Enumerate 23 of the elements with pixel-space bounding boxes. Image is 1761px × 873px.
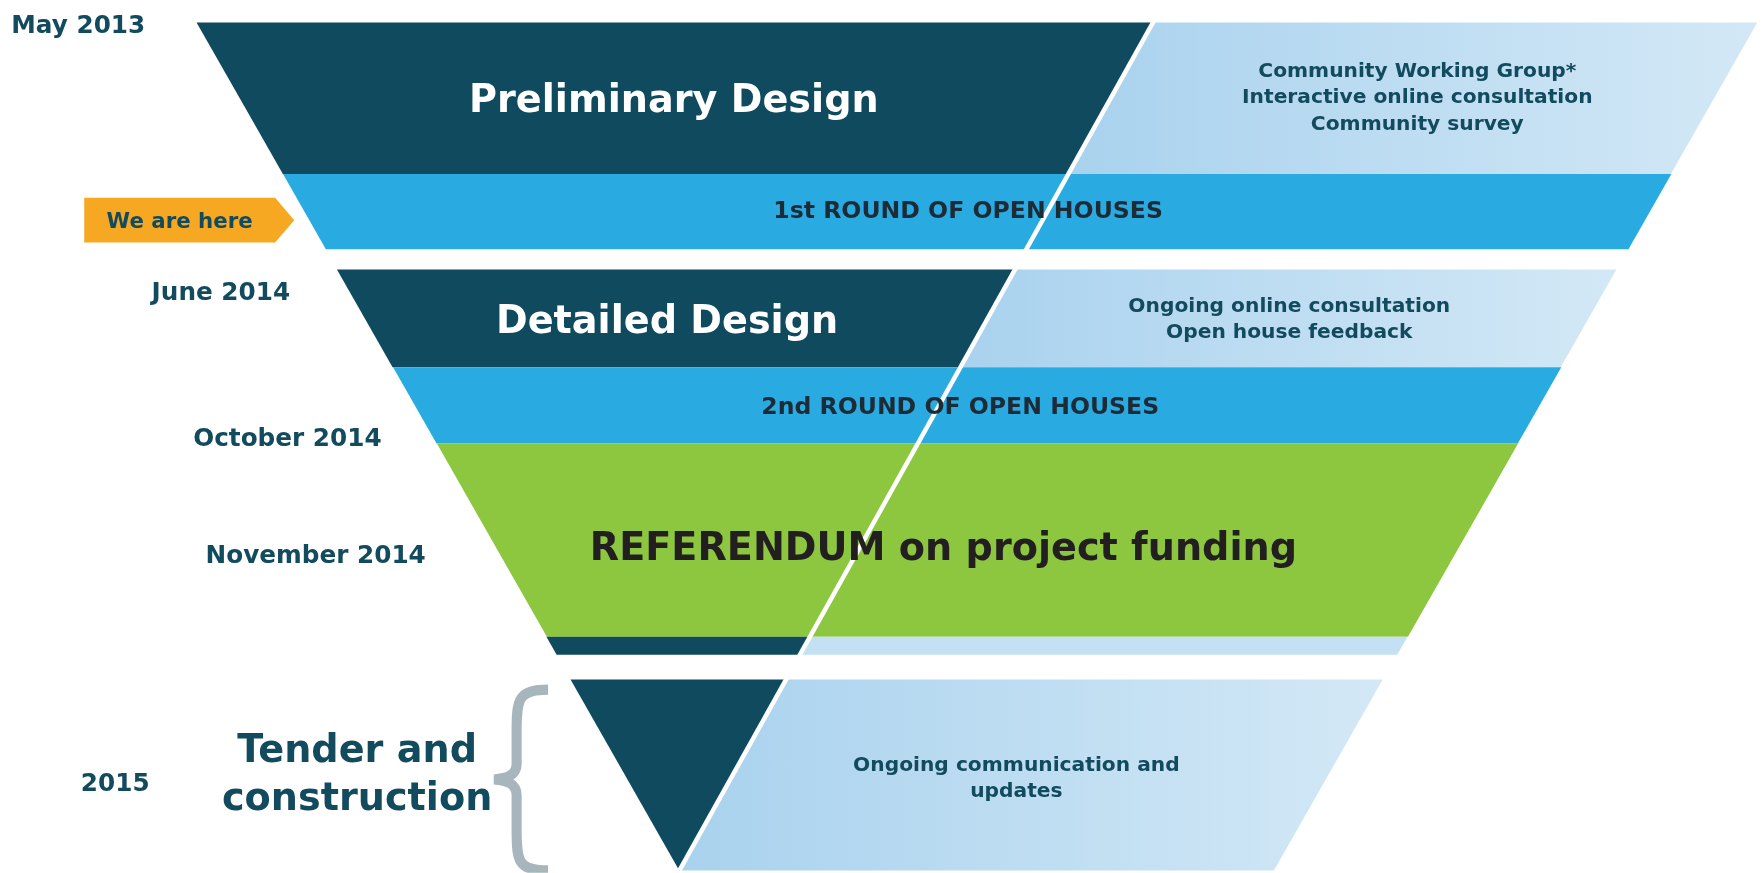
date-label: May 2013 <box>11 10 146 39</box>
design-stage-band <box>196 22 1153 175</box>
position-marker-tag <box>84 197 295 243</box>
stage-title: Detailed Design <box>495 296 839 345</box>
stage-note: 1st ROUND OF OPEN HOUSES <box>773 195 1163 226</box>
open-house-band <box>392 367 1562 444</box>
consultation-panel <box>960 269 1617 368</box>
date-label: November 2014 <box>205 540 426 569</box>
stage-title: Preliminary Design <box>469 75 879 124</box>
stage-note: Ongoing online consultation <box>1128 291 1451 318</box>
stage-note: Community Working Group* <box>1258 57 1577 84</box>
stage-note: Interactive online consultation <box>1242 83 1593 110</box>
phase-label: Tender and construction <box>220 725 494 821</box>
date-label: 2015 <box>80 768 150 797</box>
marker-text: We are here <box>106 206 253 234</box>
stage-note: Ongoing communication and updates <box>852 751 1181 804</box>
stage-note: Open house feedback <box>1166 317 1413 345</box>
date-label: October 2014 <box>193 423 382 453</box>
stage-note: Community survey <box>1310 109 1524 136</box>
open-house-band <box>282 174 1672 250</box>
date-label: June 2014 <box>151 277 291 307</box>
referendum-band <box>436 443 1518 637</box>
consultation-panel <box>1068 22 1758 175</box>
